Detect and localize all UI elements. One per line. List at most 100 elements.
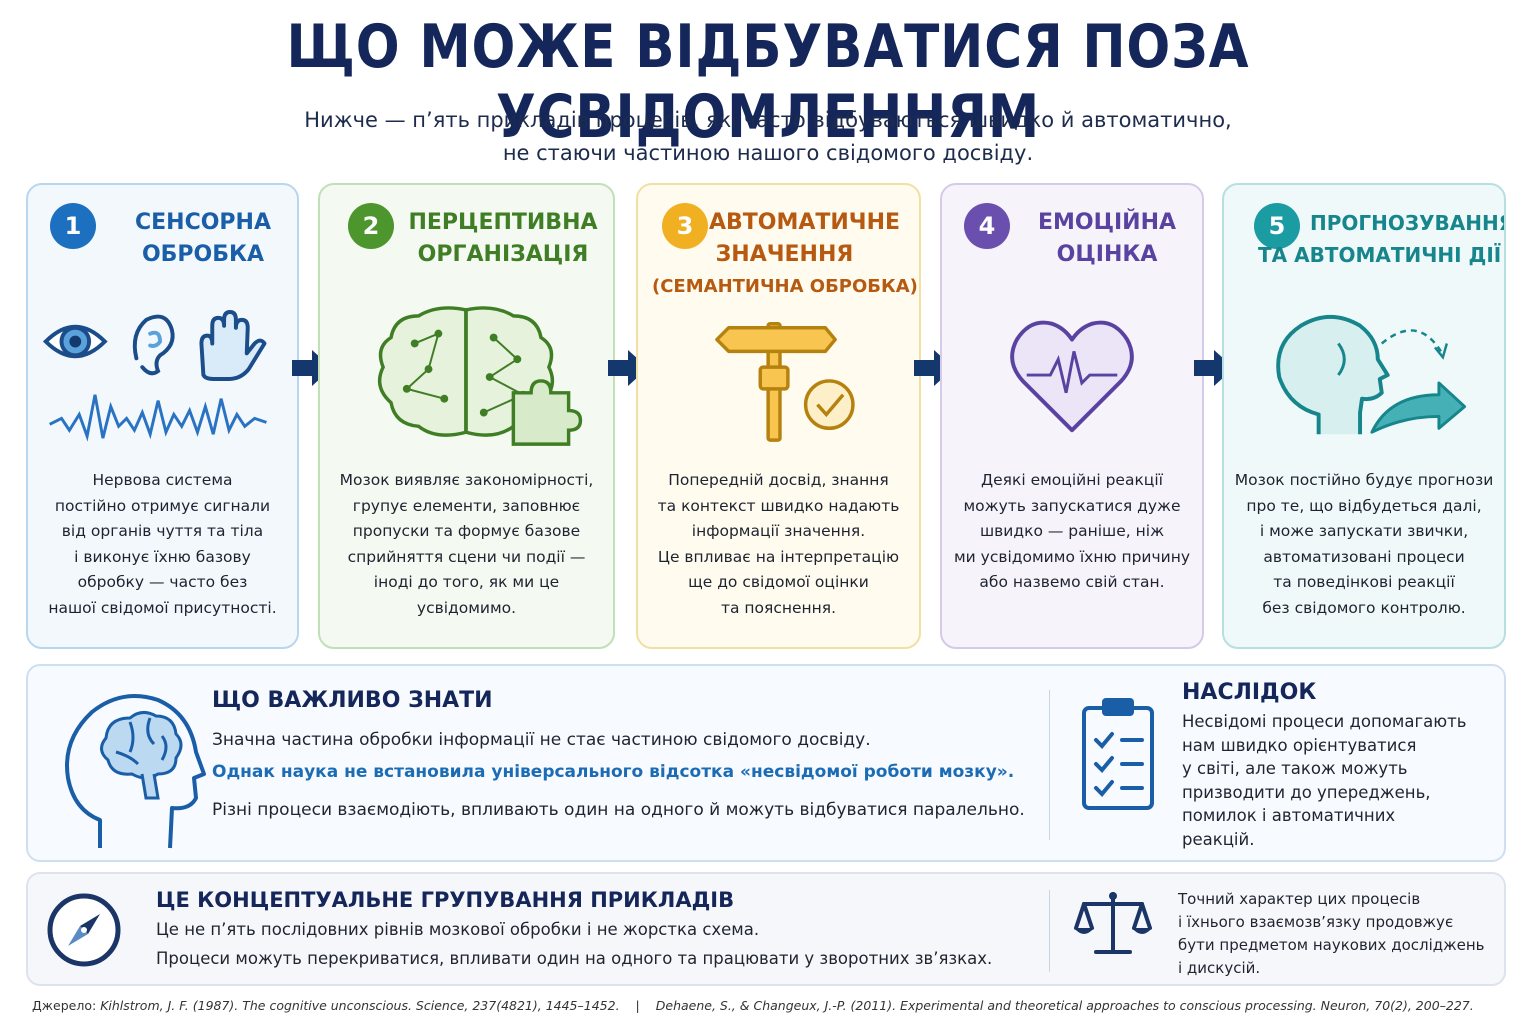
important-text: Значна частина обробки інформації не ста… bbox=[212, 730, 871, 750]
eye-icon bbox=[42, 324, 108, 359]
step-number-badge: 4 bbox=[964, 203, 1010, 249]
description-line: або назвемо свій стан. bbox=[979, 573, 1165, 591]
consequence-line: Несвідомі процеси допомагають bbox=[1182, 712, 1467, 731]
card-heading-line: СЕНСОРНА bbox=[135, 210, 271, 235]
description-line: без свідомого контролю. bbox=[1262, 598, 1466, 617]
source-separator: | bbox=[635, 998, 640, 1013]
important-panel: ЩО ВАЖЛИВО ЗНАТИ Значна частина обробки … bbox=[26, 664, 1506, 862]
check-circle-icon bbox=[803, 379, 855, 431]
heart-pulse-icon bbox=[1010, 320, 1134, 433]
description-line: іноді до того, як ми це bbox=[373, 573, 560, 591]
card-heading-line: ПЕРЦЕПТИВНА bbox=[408, 210, 598, 235]
consequence-text: Несвідомі процеси допомагають нам швидко… bbox=[1182, 710, 1466, 851]
description-line: можуть запускатися дуже bbox=[963, 496, 1181, 515]
description-line: Деякі емоційні реакції bbox=[981, 471, 1163, 489]
ear-icon bbox=[132, 314, 175, 376]
divider bbox=[1049, 890, 1050, 972]
card-heading: АВТОМАТИЧНЕ ЗНАЧЕННЯ (СЕМАНТИЧНА ОБРОБКА… bbox=[652, 207, 918, 303]
note-line: бути предметом наукових досліджень bbox=[1178, 936, 1485, 954]
step-number-badge: 3 bbox=[662, 203, 708, 249]
description-line: Попередній досвід, знання bbox=[668, 471, 889, 489]
card-heading-line: ОБРОБКА bbox=[141, 242, 265, 267]
source-reference: Dehaene, S., & Changeux, J.-P. (2011). E… bbox=[655, 998, 1474, 1013]
description-line: і може запускати звички, bbox=[1259, 522, 1469, 540]
signpost-icon bbox=[715, 322, 837, 442]
card-heading-line: ТА АВТОМАТИЧНІ ДІЇ bbox=[1258, 243, 1502, 267]
card-heading-line: ОРГАНІЗАЦІЯ bbox=[417, 242, 589, 267]
emotion-illustration bbox=[1010, 320, 1134, 433]
description-line: та контекст швидко надають bbox=[657, 496, 900, 515]
signal-wave-icon bbox=[49, 394, 267, 442]
card-heading: СЕНСОРНА ОБРОБКА bbox=[98, 207, 297, 271]
grouping-note: Точний характер цих процесів і їхнього в… bbox=[1178, 888, 1485, 980]
head-profile-icon bbox=[1276, 315, 1390, 435]
brain-network-icon bbox=[377, 306, 555, 437]
description-line: та пояснення. bbox=[720, 598, 837, 617]
description-line: про те, що відбудеться далі, bbox=[1246, 496, 1482, 515]
important-emphasis: Однак наука не встановила універсального… bbox=[212, 762, 1015, 782]
note-line: і дискусій. bbox=[1178, 959, 1261, 977]
source-citation: Джерело: Kihlstrom, J. F. (1987). The co… bbox=[32, 998, 1474, 1013]
step-number-badge: 5 bbox=[1254, 203, 1300, 249]
description-line: Мозок постійно будує прогнози bbox=[1234, 471, 1494, 489]
page-title: ЩО МОЖЕ ВІДБУВАТИСЯ ПОЗА УСВІДОМЛЕННЯМ bbox=[286, 12, 1250, 152]
description-line: обробку — часто без bbox=[77, 573, 248, 591]
consequence-line: призводити до упереджень, bbox=[1182, 782, 1431, 802]
card-sensory-processing: 1 СЕНСОРНА ОБРОБКА Нервова система пості… bbox=[26, 183, 299, 649]
description-line: автоматизовані процеси bbox=[1263, 547, 1465, 566]
card-heading: ПРОГНОЗУВАННЯ ТА АВТОМАТИЧНІ ДІЇ bbox=[1258, 207, 1506, 271]
card-description: Нервова система постійно отримує сигнали… bbox=[38, 468, 287, 621]
card-heading: ЕМОЦІЙНА ОЦІНКА bbox=[1012, 207, 1202, 271]
description-line: Мозок виявляє закономірності, bbox=[339, 471, 594, 489]
description-line: пропуски та формує базове bbox=[352, 522, 581, 540]
brain-head-icon bbox=[65, 694, 206, 849]
description-line: ще до свідомої оцінки bbox=[688, 573, 869, 591]
prediction-illustration bbox=[1276, 315, 1467, 435]
clipboard-checklist-icon bbox=[1082, 698, 1154, 810]
description-line: Це впливає на інтерпретацію bbox=[657, 547, 900, 566]
step-number-badge: 2 bbox=[348, 203, 394, 249]
important-heading: ЩО ВАЖЛИВО ЗНАТИ bbox=[212, 688, 493, 713]
card-emotional-evaluation: 4 ЕМОЦІЙНА ОЦІНКА Деякі емоційні реакції… bbox=[940, 183, 1204, 649]
subtitle-line: Нижче — п’ять прикладів процесів, які ча… bbox=[304, 108, 1232, 132]
description-line: і виконує їхню базову bbox=[74, 547, 251, 566]
consequence-line: нам швидко орієнтуватися bbox=[1182, 735, 1417, 755]
card-automatic-meaning: 3 АВТОМАТИЧНЕ ЗНАЧЕННЯ (СЕМАНТИЧНА ОБРОБ… bbox=[636, 183, 921, 649]
description-line: та поведінкові реакції bbox=[1273, 573, 1455, 591]
card-description: Мозок виявляє закономірності, групує еле… bbox=[330, 468, 603, 621]
card-heading-line: ПРОГНОЗУВАННЯ bbox=[1310, 211, 1506, 235]
card-heading-line: (СЕМАНТИЧНА ОБРОБКА) bbox=[652, 276, 918, 297]
puzzle-piece-icon bbox=[511, 379, 583, 446]
perceptual-illustration bbox=[377, 306, 583, 446]
description-line: Нервова система bbox=[92, 471, 233, 489]
note-line: і їхнього взаємозв’язку продовжує bbox=[1178, 913, 1454, 931]
card-description: Мозок постійно будує прогнози про те, що… bbox=[1234, 468, 1494, 621]
grouping-panel: ЦЕ КОНЦЕПТУАЛЬНЕ ГРУПУВАННЯ ПРИКЛАДІВ Це… bbox=[26, 872, 1506, 986]
card-perceptual-organization: 2 ПЕРЦЕПТИВНА ОРГАНІЗАЦІЯ Мозок виявляє … bbox=[318, 183, 615, 649]
source-reference: Kihlstrom, J. F. (1987). The cognitive u… bbox=[100, 998, 620, 1013]
description-line: від органів чуття та тіла bbox=[61, 522, 264, 540]
description-line: сприйняття сцени чи події — bbox=[347, 547, 586, 566]
important-text: Різні процеси взаємодіють, впливають оди… bbox=[212, 800, 1025, 820]
sensory-illustration bbox=[42, 310, 267, 442]
note-line: Точний характер цих процесів bbox=[1178, 890, 1421, 908]
card-heading-line: ЕМОЦІЙНА bbox=[1037, 210, 1177, 235]
balance-scale-icon bbox=[1074, 892, 1152, 954]
hand-icon bbox=[199, 310, 267, 381]
card-description: Деякі емоційні реакції можуть запускатис… bbox=[952, 468, 1192, 596]
card-heading-line: ОЦІНКА bbox=[1056, 242, 1158, 267]
consequence-line: реакцій. bbox=[1182, 829, 1255, 849]
forward-arrow-icon bbox=[1370, 381, 1467, 434]
description-line: ми усвідомимо їхню причину bbox=[953, 547, 1191, 566]
grouping-text: Процеси можуть перекриватися, впливати о… bbox=[156, 949, 993, 968]
card-heading-line: ЗНАЧЕННЯ bbox=[715, 242, 854, 267]
step-number-badge: 1 bbox=[50, 203, 96, 249]
page-subtitle: Нижче — п’ять прикладів процесів, які ча… bbox=[0, 104, 1536, 170]
card-description: Попередній досвід, знання та контекст шв… bbox=[648, 468, 909, 621]
consequence-line: помилок і автоматичних bbox=[1182, 806, 1396, 825]
compass-icon bbox=[47, 893, 121, 967]
description-line: групує елементи, заповнює bbox=[352, 496, 581, 515]
description-line: постійно отримує сигнали bbox=[54, 496, 271, 515]
grouping-heading: ЦЕ КОНЦЕПТУАЛЬНЕ ГРУПУВАННЯ ПРИКЛАДІВ bbox=[156, 888, 735, 912]
description-line: інформації значення. bbox=[691, 522, 866, 540]
